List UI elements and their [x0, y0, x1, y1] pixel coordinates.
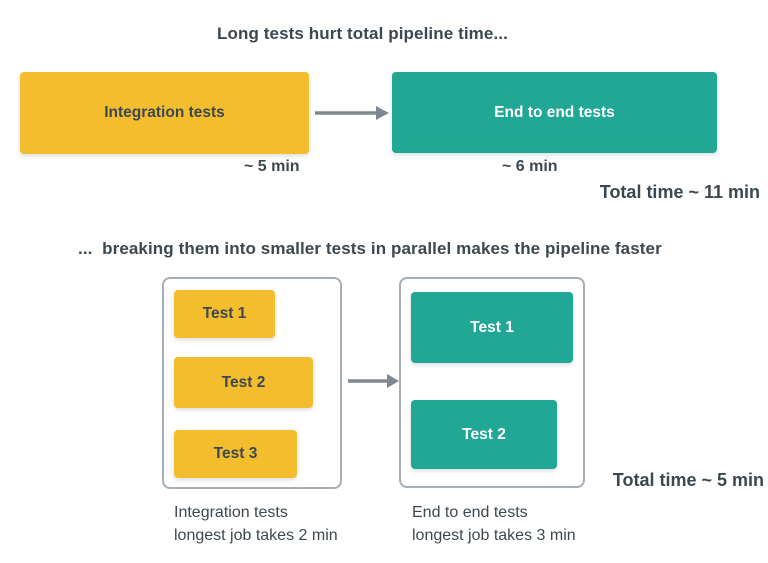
end-to-end-tests-label: End to end tests — [494, 103, 615, 121]
arrow-right-icon — [348, 374, 399, 388]
integration-test-2-label: Test 2 — [221, 373, 266, 391]
e2e-test-2-block: Test 2 — [411, 400, 557, 469]
e2e-test-1-block: Test 1 — [411, 292, 573, 363]
sequential-total-time-label: Total time ~ 11 min — [599, 182, 760, 202]
integration-caption-line1: Integration tests — [174, 504, 288, 521]
integration-test-2-block: Test 2 — [174, 357, 313, 408]
e2e-caption-line2: longest job takes 3 min — [412, 527, 576, 544]
e2e-test-2-label: Test 2 — [462, 425, 506, 443]
integration-group-caption: Integration tests longest job takes 2 mi… — [174, 501, 338, 547]
integration-tests-block: Integration tests — [20, 72, 309, 154]
integration-duration-label: ~ 5 min — [244, 158, 300, 175]
end-to-end-tests-block: End to end tests — [392, 72, 717, 153]
e2e-caption-line1: End to end tests — [412, 504, 528, 521]
integration-test-3-label: Test 3 — [213, 445, 258, 462]
e2e-test-1-label: Test 1 — [470, 318, 514, 336]
parallel-total-time-label: Total time ~ 5 min — [612, 470, 764, 490]
integration-caption-line2: longest job takes 2 min — [174, 527, 338, 544]
e2e-group-caption: End to end tests longest job takes 3 min — [412, 501, 576, 547]
integration-test-1-block: Test 1 — [174, 290, 275, 338]
arrow-right-icon — [315, 106, 389, 120]
parallel-section-title: ... breaking them into smaller tests in … — [78, 239, 662, 258]
end-to-end-duration-label: ~ 6 min — [502, 158, 558, 175]
sequential-section-title: Long tests hurt total pipeline time... — [217, 24, 508, 43]
integration-tests-label: Integration tests — [104, 104, 225, 121]
integration-test-3-block: Test 3 — [174, 430, 297, 478]
integration-test-1-label: Test 1 — [202, 305, 247, 322]
